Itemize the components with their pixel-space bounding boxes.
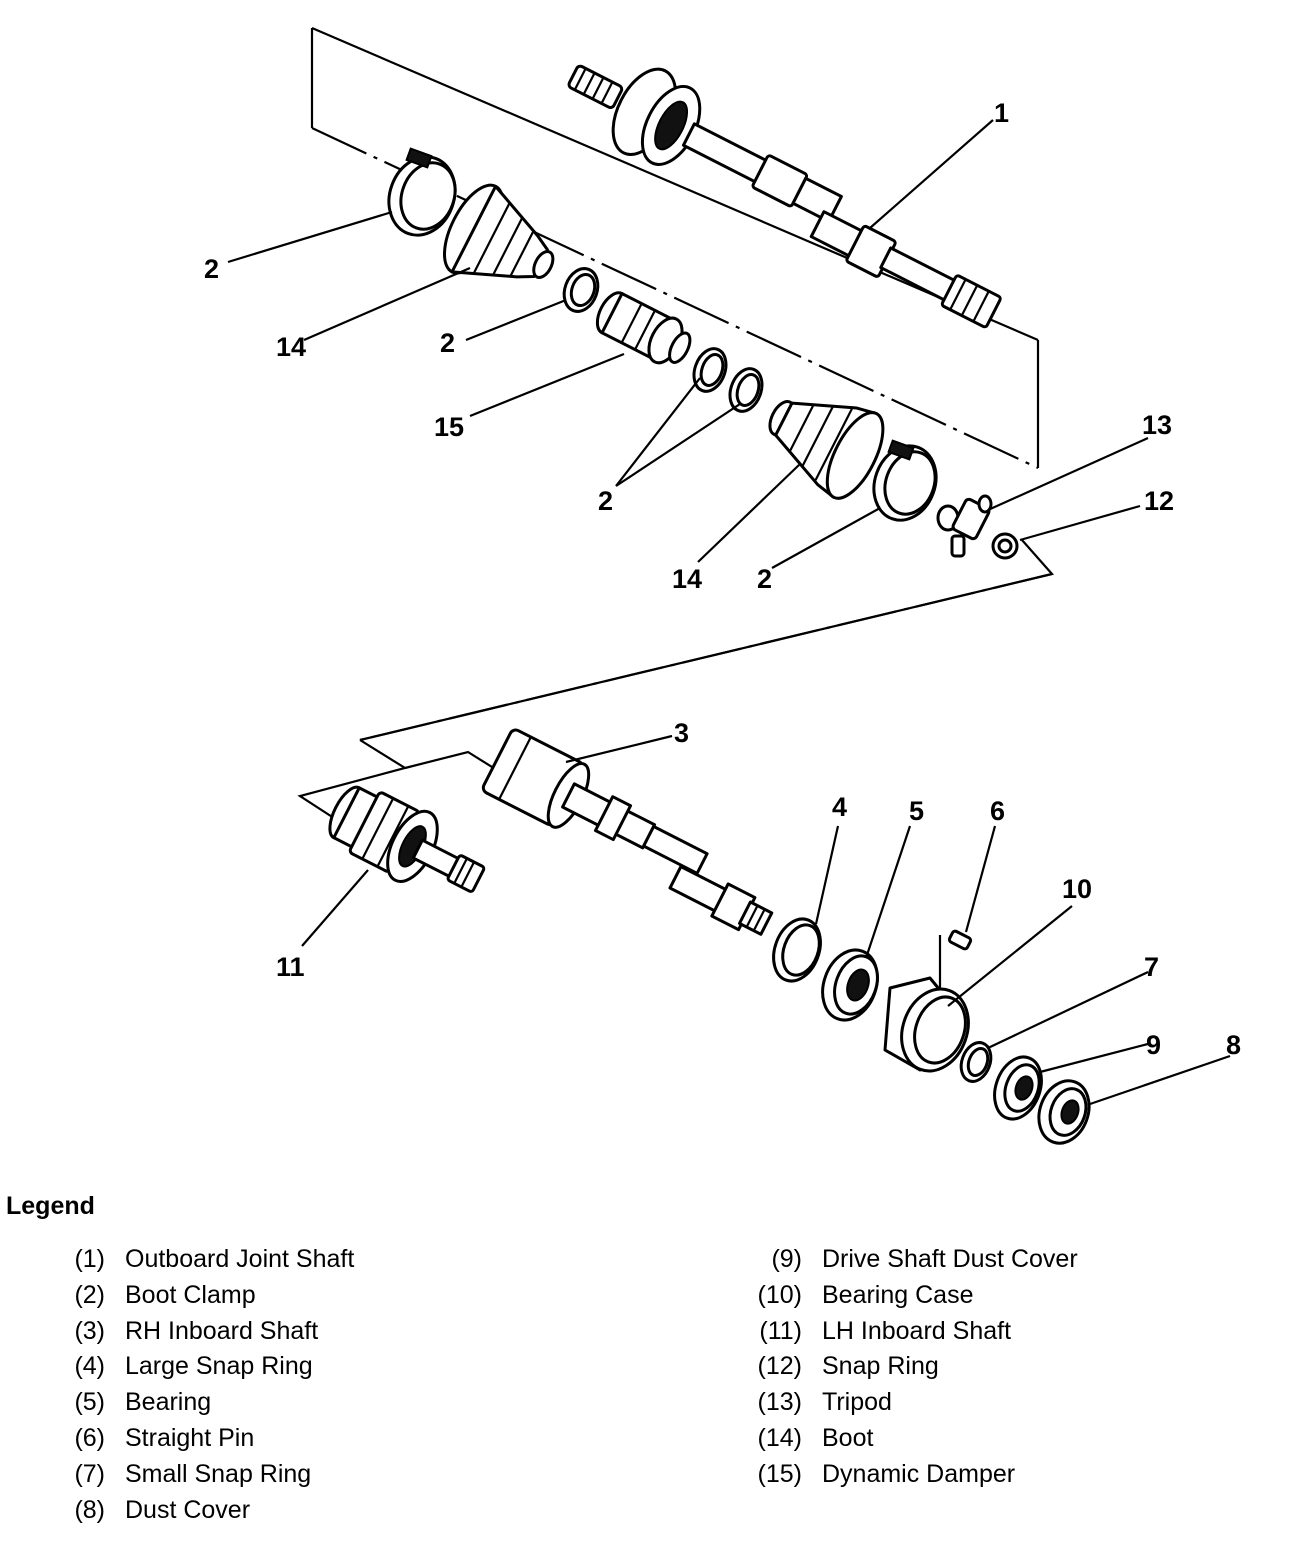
legend-item-label: Dynamic Damper [822, 1459, 1016, 1488]
boot-2 [768, 400, 885, 500]
boot-clamp-3 [692, 347, 728, 393]
callout-labels: 1 2 14 2 15 2 14 2 13 12 3 4 5 6 10 7 9 … [204, 98, 1241, 1060]
legend-right-column: (9) Drive Shaft Dust Cover (10) Bearing Cas… [750, 1242, 1078, 1493]
legend-item-label: Tripod [822, 1388, 892, 1417]
tripod [936, 494, 993, 558]
callout-14: 14 [276, 332, 306, 362]
legend-item-label: Boot Clamp [125, 1280, 256, 1309]
legend-item-number: (11) [759, 1316, 802, 1345]
boot-1 [443, 183, 555, 280]
legend-item-number: (9) [771, 1245, 802, 1273]
boot-clamp-2 [562, 267, 600, 313]
callout-8: 8 [1226, 1030, 1241, 1060]
callout-6: 6 [990, 796, 1005, 826]
legend-item-label: Small Snap Ring [125, 1459, 312, 1488]
legend-item: (10) Bearing Case [750, 1278, 1078, 1314]
callout-7: 7 [1144, 952, 1159, 982]
connector-lines [297, 539, 1055, 823]
legend-item-label: RH Inboard Shaft [125, 1316, 319, 1345]
legend-item: (2) Boot Clamp [0, 1278, 354, 1314]
legend-item-number: (3) [74, 1316, 105, 1345]
callout-14: 14 [672, 564, 702, 594]
callout-2: 2 [757, 564, 772, 594]
callout-5: 5 [909, 796, 924, 826]
small-snap-ring [959, 1041, 993, 1083]
dynamic-damper [595, 291, 692, 365]
snap-ring [991, 532, 1019, 560]
legend-item-label: Snap Ring [822, 1352, 939, 1381]
legend-item: (6) Straight Pin [0, 1421, 354, 1457]
legend-item-number: (4) [74, 1352, 105, 1381]
callout-3: 3 [674, 718, 689, 748]
legend-item: (12) Snap Ring [750, 1349, 1078, 1385]
callout-4: 4 [832, 792, 847, 822]
legend-item-label: Straight Pin [125, 1423, 255, 1452]
legend-item-label: LH Inboard Shaft [822, 1316, 1012, 1345]
callout-12: 12 [1144, 486, 1174, 516]
legend-item-label: Boot [822, 1423, 874, 1452]
straight-pin [947, 929, 973, 951]
callout-10: 10 [1062, 874, 1092, 904]
legend-item-number: (5) [74, 1388, 105, 1417]
legend-item-number: (8) [74, 1495, 105, 1524]
legend-item-number: (10) [757, 1280, 802, 1309]
boot-clamp-5 [872, 439, 938, 522]
large-snap-ring [772, 917, 822, 983]
legend-item-label: Large Snap Ring [125, 1352, 313, 1381]
legend-item: (4) Large Snap Ring [0, 1349, 354, 1385]
callout-9: 9 [1146, 1030, 1161, 1060]
callout-2: 2 [204, 254, 219, 284]
legend-item: (11) LH Inboard Shaft [750, 1314, 1078, 1350]
boot-clamp-4 [728, 367, 764, 413]
legend-item-label: Drive Shaft Dust Cover [822, 1245, 1078, 1273]
legend-item: (3) RH Inboard Shaft [0, 1314, 354, 1350]
legend-item: (13) Tripod [750, 1385, 1078, 1421]
legend-left-column: (1) Outboard Joint Shaft (2) Boot Clamp (3) R… [0, 1242, 354, 1528]
legend-item-number: (2) [74, 1280, 105, 1309]
legend-item: (5) Bearing [0, 1385, 354, 1421]
legend-item-label: Outboard Joint Shaft [125, 1245, 355, 1273]
legend-item-number: (6) [74, 1423, 105, 1452]
legend-item-number: (1) [74, 1245, 105, 1273]
bearing [821, 948, 879, 1022]
legend-item: (14) Boot [750, 1421, 1078, 1457]
legend-item: (15) Dynamic Damper [750, 1457, 1078, 1493]
leader-lines [227, 119, 1231, 1106]
callout-13: 13 [1142, 410, 1172, 440]
dust-cover [1037, 1079, 1091, 1145]
legend-item-number: (13) [757, 1388, 802, 1417]
callout-2: 2 [440, 328, 455, 358]
callout-1: 1 [994, 98, 1009, 128]
callout-11: 11 [276, 952, 305, 982]
outboard-joint-shaft [567, 64, 1002, 329]
legend-item: (9) Drive Shaft Dust Cover [750, 1242, 1078, 1278]
bearing-case [883, 935, 970, 1073]
rh-inboard-shaft [481, 728, 774, 936]
legend-item-number: (7) [74, 1459, 105, 1488]
legend-item: (1) Outboard Joint Shaft [0, 1242, 354, 1278]
legend-item: (8) Dust Cover [0, 1493, 354, 1529]
legend-item-label: Bearing Case [822, 1280, 974, 1309]
lh-inboard-shaft [328, 785, 486, 893]
drive-shaft-dust-cover [993, 1055, 1043, 1121]
legend-item-number: (15) [757, 1459, 802, 1488]
exploded-view-diagram: 1 2 14 2 15 2 14 2 13 12 3 4 5 6 10 7 9 … [204, 26, 1241, 1145]
legend-item-number: (12) [757, 1352, 802, 1381]
callout-15: 15 [434, 412, 464, 442]
callout-2: 2 [598, 486, 613, 516]
legend-title: Legend [6, 1192, 95, 1220]
boot-clamp-1 [387, 147, 457, 237]
legend-item: (7) Small Snap Ring [0, 1457, 354, 1493]
legend-item-number: (14) [757, 1423, 802, 1452]
legend-item-label: Dust Cover [125, 1495, 251, 1524]
legend-item-label: Bearing [125, 1388, 212, 1417]
